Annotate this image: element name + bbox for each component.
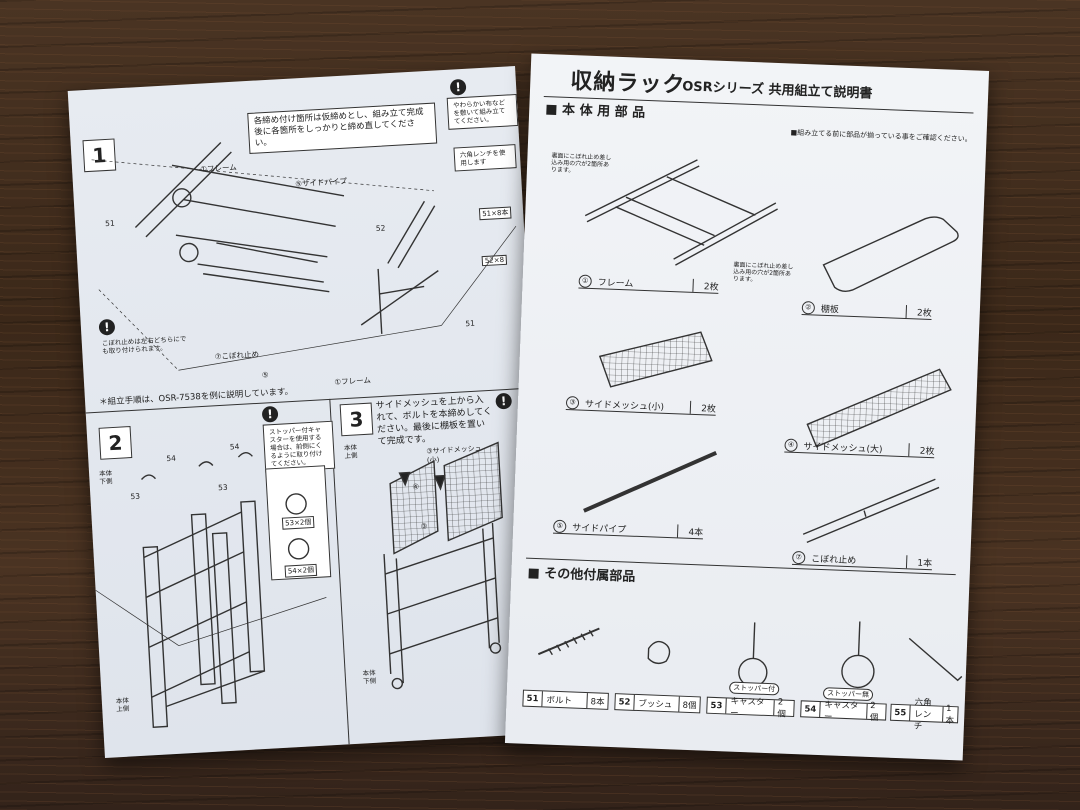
parts-illustrations (537, 159, 963, 689)
step-1-exploded-diagram (91, 142, 517, 371)
frame-hole-note: 裏面にこぼれ止め差し込み用の穴が2箇所あります。 (732, 261, 794, 284)
step-2-frame-diagram (95, 451, 327, 728)
other-parts-heading: ■ その他付属部品 (527, 565, 636, 585)
parts-list-sheet: 収納ラック OSRシリーズ 共用組立て説明書 ■ 本 体 用 部 品 ■組み立て… (504, 53, 990, 761)
assembly-steps-sheet: 1 各締め付け箇所は仮締めとし、組み立て完成後に各箇所をしっかりと締め直してくだ… (67, 66, 553, 758)
frame-hole-note: 裏面にこぼれ止め差し込み用の穴が2箇所あります。 (550, 152, 612, 175)
step-3-mesh-diagram (383, 441, 503, 690)
